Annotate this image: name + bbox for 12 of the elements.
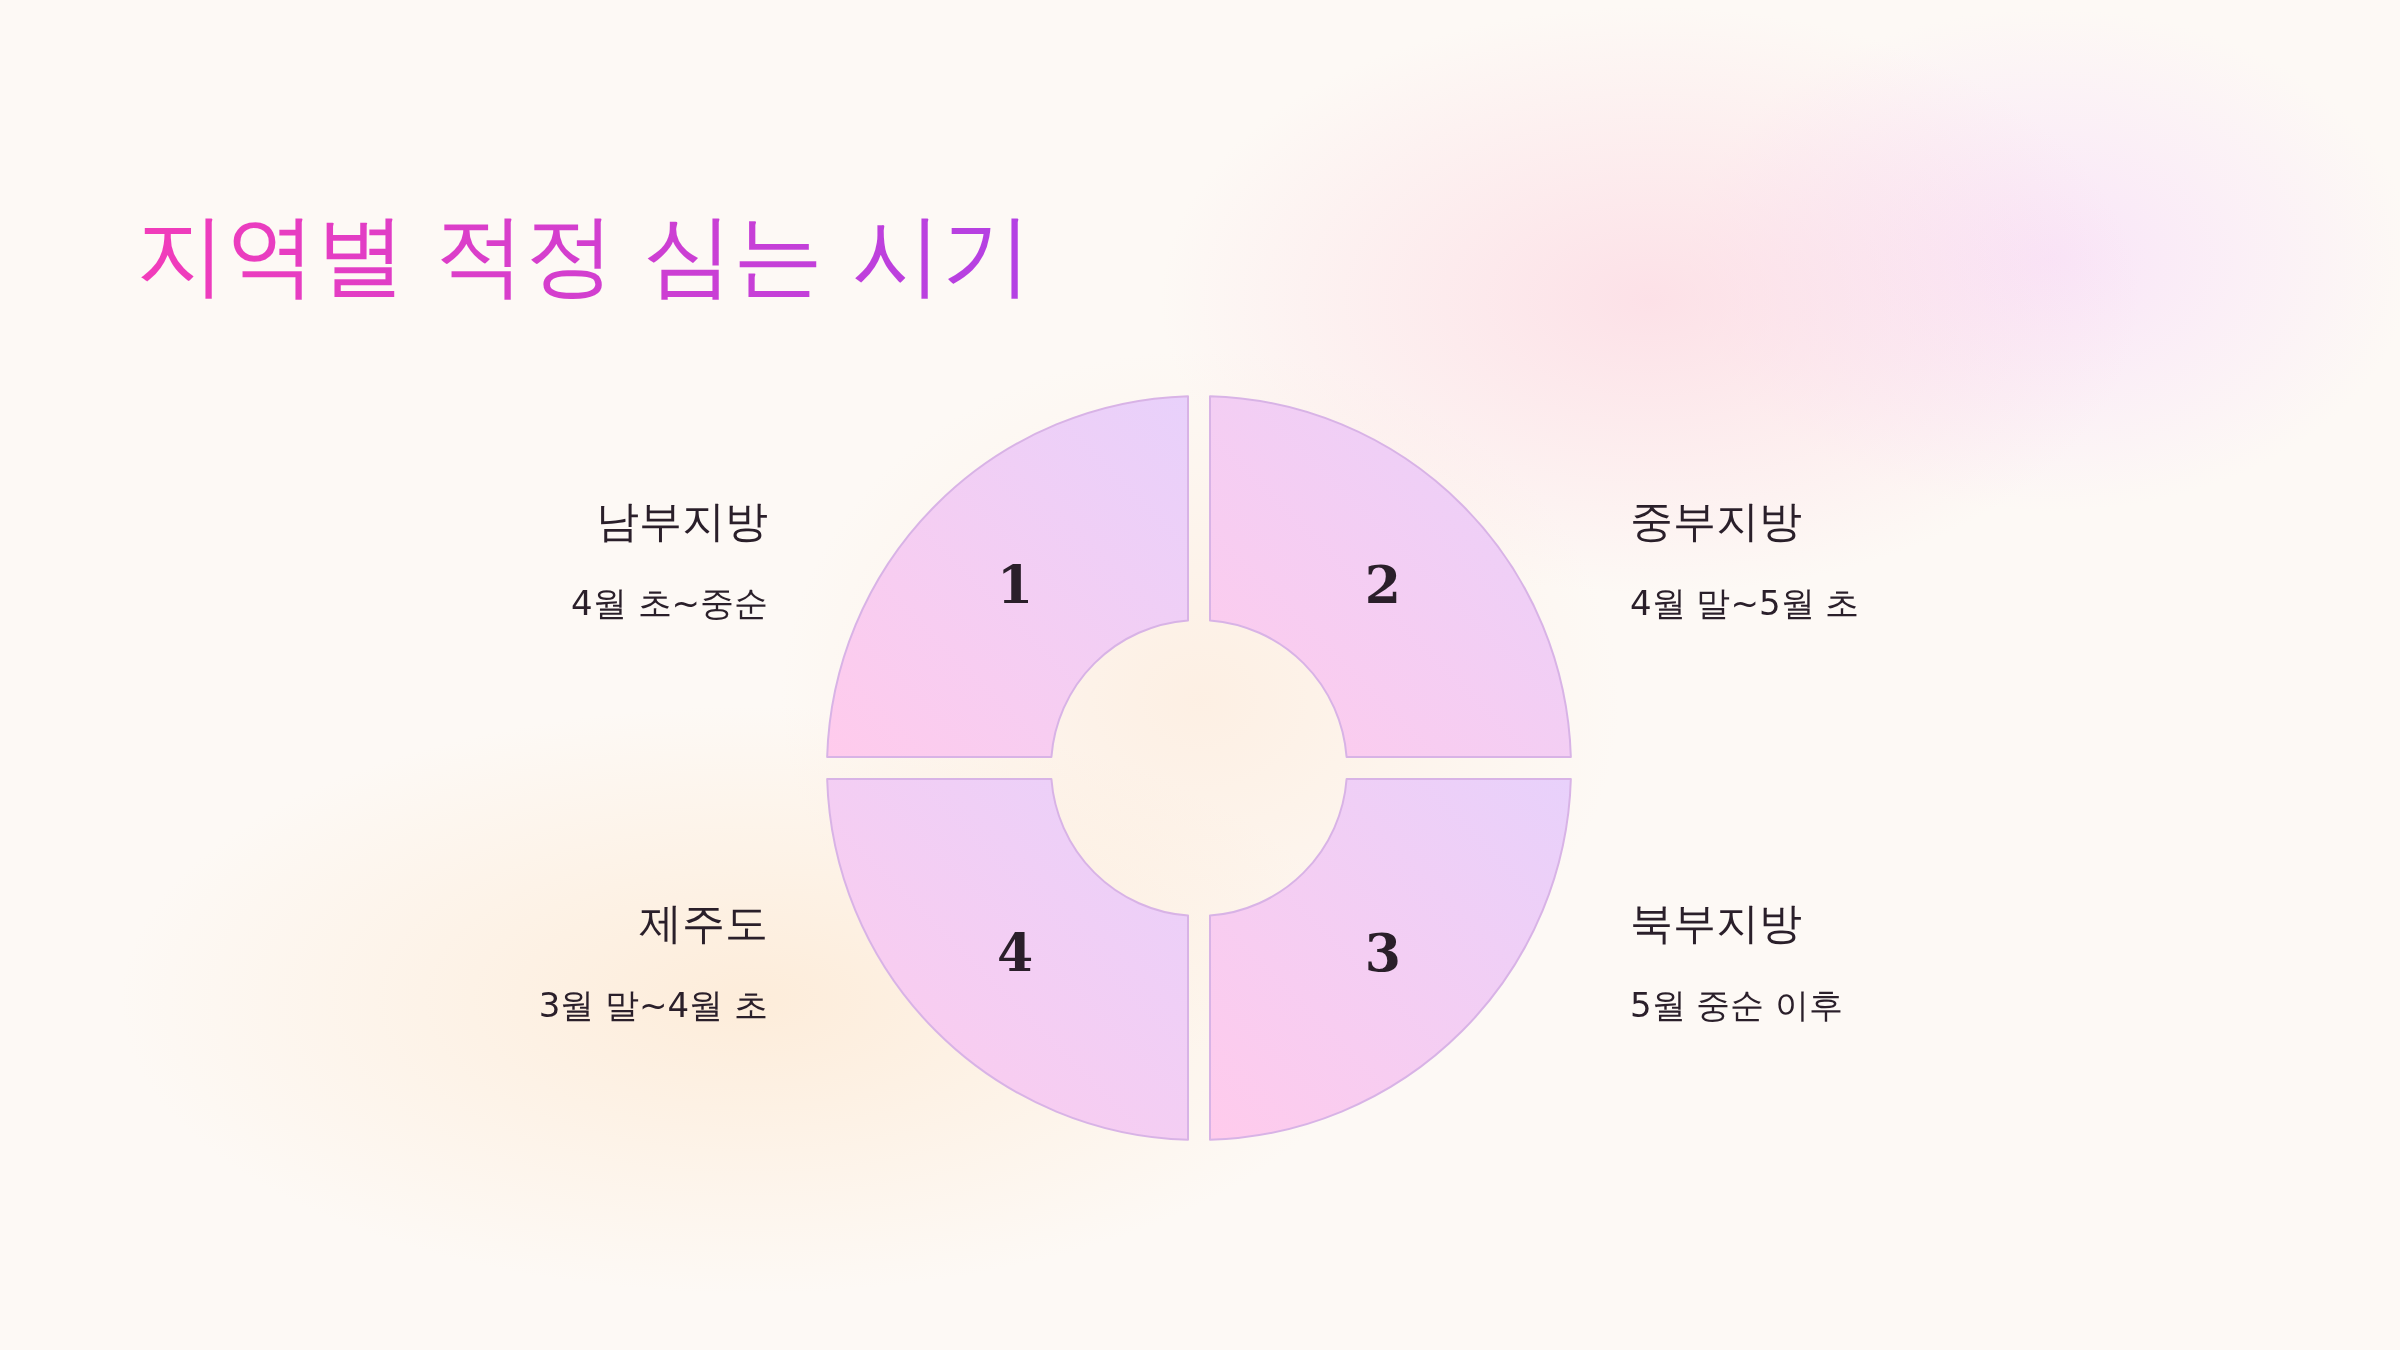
planting-period: 4월 말~5월 초 — [1630, 582, 1860, 625]
segment-number: 1 — [997, 553, 1034, 615]
region-heading: 제주도 — [639, 897, 768, 950]
segment-number: 3 — [1364, 921, 1401, 983]
planting-period: 5월 중순 이후 — [1630, 984, 1844, 1027]
region-heading: 북부지방 — [1630, 897, 1802, 950]
planting-period: 3월 말~4월 초 — [538, 984, 768, 1027]
planting-period: 4월 초~중순 — [571, 582, 768, 625]
segment-number: 4 — [997, 921, 1034, 983]
region-heading: 남부지방 — [596, 495, 768, 548]
segment-number: 2 — [1364, 553, 1401, 615]
region-heading: 중부지방 — [1630, 495, 1802, 548]
